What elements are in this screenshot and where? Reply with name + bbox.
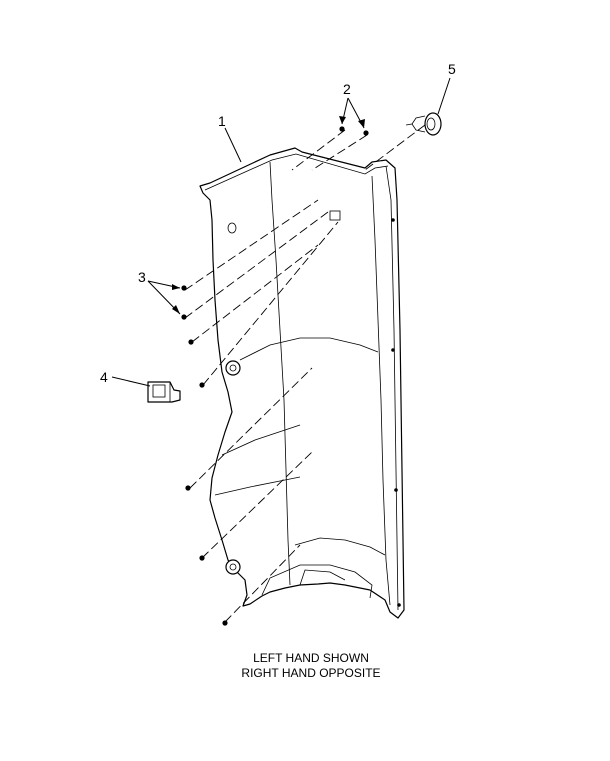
contour-middle [221, 424, 301, 456]
edge-fastener-hole [394, 488, 398, 492]
channel-right-edge [371, 175, 391, 606]
top-flange [204, 153, 389, 191]
leader-4 [111, 376, 151, 387]
caption-line-1: LEFT HAND SHOWN [253, 651, 369, 665]
fastener-2a [339, 126, 345, 132]
trim-panel-outline [199, 147, 405, 619]
mounting-boss-lower [225, 559, 241, 575]
push-retainer [405, 112, 442, 136]
contour-upper [239, 337, 379, 361]
bottom-pocket [261, 564, 373, 599]
fastener-2b [363, 130, 369, 136]
trim-panel [199, 147, 405, 619]
edge-fastener-hole [391, 218, 395, 222]
fastener [185, 485, 191, 491]
mounting-boss-upper [225, 360, 241, 376]
edge-fastener-hole [391, 348, 395, 352]
fastener [199, 382, 205, 388]
bottom-step [299, 569, 346, 586]
fasteners [181, 126, 369, 626]
leader-1 [224, 127, 242, 163]
channel-left-edge [269, 161, 291, 586]
fastener [188, 339, 194, 345]
fastener [222, 620, 228, 626]
panel-slot [329, 210, 341, 221]
callout-1: 1 [218, 113, 226, 129]
callout-5: 5 [448, 61, 456, 77]
leader-5 [437, 77, 451, 115]
contour-base [294, 537, 386, 556]
leader-lines [111, 77, 451, 387]
callout-4: 4 [100, 369, 108, 385]
callout-3: 3 [138, 269, 146, 285]
contour-lower [214, 476, 301, 496]
caption-line-2: RIGHT HAND OPPOSITE [241, 666, 380, 680]
fastener-3b [181, 314, 187, 320]
fastener [199, 555, 205, 561]
panel-hole [227, 222, 237, 234]
explosion-lines [184, 124, 426, 623]
clip-part [147, 381, 181, 403]
callout-2: 2 [343, 81, 351, 97]
right-flange [385, 165, 399, 611]
edge-fastener-hole [397, 603, 401, 607]
fastener-3a [181, 285, 187, 291]
